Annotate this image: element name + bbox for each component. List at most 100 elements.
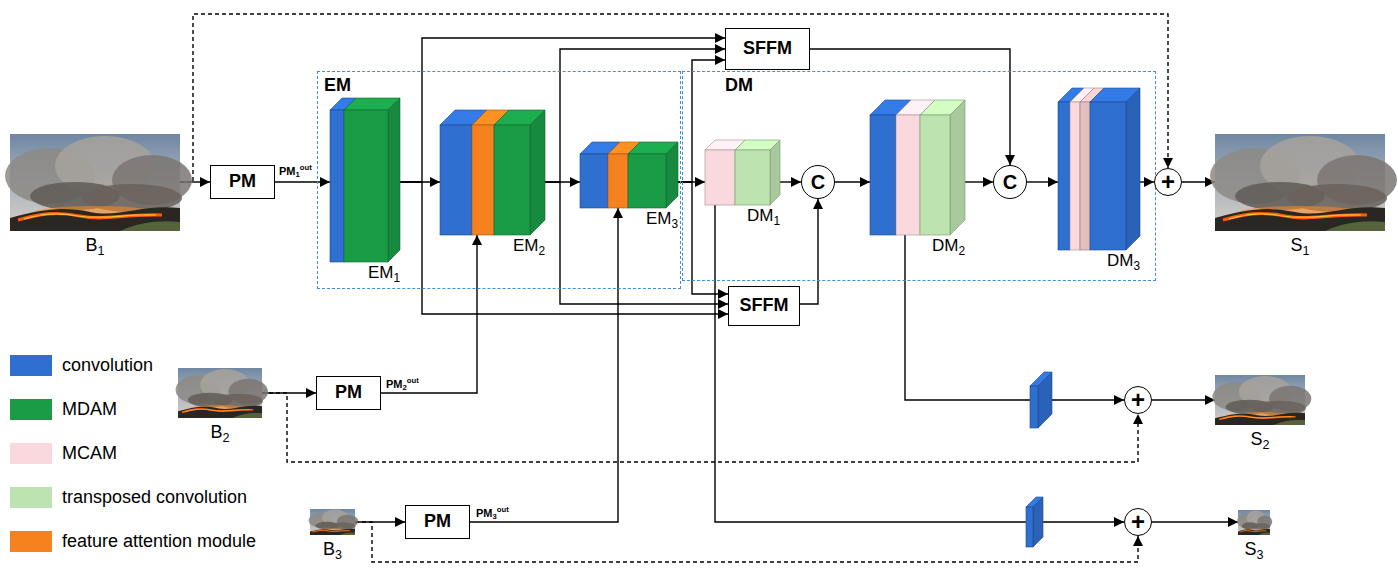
legend-row: convolution — [10, 355, 153, 376]
grass — [1325, 221, 1385, 231]
fire-line — [1240, 530, 1267, 532]
small-conv-block — [1026, 497, 1043, 547]
layer-stack-drawing — [705, 140, 780, 205]
caption-label: EM1 — [368, 264, 400, 285]
caption-label: DM1 — [747, 207, 780, 228]
slab-front — [330, 110, 344, 262]
fire-line — [18, 213, 162, 220]
image-panel: S2 — [1215, 375, 1305, 425]
operator-symbol: + — [1131, 510, 1145, 534]
slab-side — [388, 98, 400, 262]
image-panel: B3 — [310, 509, 355, 535]
data-flow-arrow — [1140, 181, 1154, 182]
text-base: DM — [747, 206, 773, 225]
data-flow-arrow — [965, 181, 993, 182]
data-flow-arrow — [470, 208, 618, 522]
process-box: PM — [405, 505, 470, 539]
fire-core — [24, 214, 156, 219]
layer-stack: EM1 — [330, 98, 400, 262]
box-label: PM — [424, 512, 451, 532]
text-base: S — [1244, 539, 1256, 559]
text-subscript: 2 — [1263, 438, 1270, 452]
slab-group — [1058, 88, 1140, 250]
text-subscript: 3 — [671, 217, 678, 231]
fire-scene — [10, 134, 180, 231]
image-panel: S3 — [1238, 510, 1270, 535]
layer-stack-drawing — [580, 142, 678, 208]
text-superscript: out — [407, 376, 419, 385]
skip-connection — [355, 522, 1138, 562]
text-subscript: 3 — [493, 512, 497, 521]
text-base: EM — [513, 236, 539, 255]
text-base: DM — [1107, 251, 1133, 270]
process-box: PM — [316, 376, 381, 410]
layer-stack-drawing — [440, 110, 545, 235]
image-panel: S1 — [1215, 134, 1385, 231]
caption-label: S2 — [1250, 430, 1269, 453]
operator-circle: + — [1124, 508, 1152, 536]
slab-side — [666, 142, 678, 208]
box-label: SFFM — [743, 39, 792, 59]
legend-swatch — [10, 487, 52, 508]
fire-core — [1229, 214, 1361, 219]
operator-symbol: C — [1003, 172, 1017, 192]
fire-scene — [1238, 510, 1270, 535]
hill — [178, 406, 262, 418]
box-label: SFFM — [740, 296, 789, 316]
text-subscript: 3 — [335, 548, 342, 562]
text-base: B — [323, 539, 335, 559]
group-title: EM — [324, 76, 351, 96]
fire-line — [1223, 213, 1367, 220]
slab-front — [494, 125, 530, 235]
slab-front — [896, 115, 920, 235]
module-group: EM1EM2EM3EM — [318, 72, 680, 288]
data-flow-arrow — [1152, 399, 1215, 400]
slab-front — [1058, 102, 1070, 250]
data-flow-arrow — [780, 181, 801, 182]
slab-front — [344, 110, 388, 262]
slab-group — [440, 110, 545, 235]
data-flow-arrow — [715, 205, 1124, 522]
text-subscript: 1 — [1303, 244, 1310, 258]
slab-front — [1080, 102, 1090, 250]
legend-text: MDAM — [62, 399, 117, 420]
legend-row: feature attention module — [10, 531, 256, 552]
layer-stack: DM3 — [1058, 88, 1140, 250]
box-label: PM — [335, 383, 362, 403]
fire-scene — [310, 509, 355, 535]
text-subscript: 2 — [538, 244, 545, 258]
text-base: EM — [368, 263, 394, 282]
text-base: S — [1290, 235, 1302, 255]
text-subscript: 2 — [223, 431, 230, 445]
operator-circle: C — [993, 165, 1027, 199]
operator-symbol: + — [1161, 170, 1175, 194]
operator-symbol: + — [1131, 388, 1145, 412]
slab-side — [950, 100, 965, 235]
grass — [1259, 532, 1270, 535]
signal-label: PM3out — [476, 505, 509, 521]
legend-swatch — [10, 399, 52, 420]
grass — [120, 221, 180, 231]
slab-group — [870, 100, 965, 235]
layer-stack: EM3 — [580, 142, 678, 208]
slab-front — [580, 154, 608, 208]
caption-label: B1 — [85, 236, 104, 259]
process-box: SFFM — [725, 28, 810, 70]
hill — [1215, 207, 1385, 231]
legend-text: transposed convolution — [62, 487, 247, 508]
caption-label: DM3 — [1107, 252, 1140, 273]
caption-label: B2 — [210, 423, 229, 446]
operator-circle: + — [1124, 386, 1152, 414]
fire-core — [314, 530, 349, 531]
box-label: PM — [229, 172, 256, 192]
legend-row: transposed convolution — [10, 487, 247, 508]
hill — [310, 529, 355, 535]
fire-core — [1222, 416, 1292, 419]
image-panel: B1 — [10, 134, 180, 231]
slab-side — [1033, 497, 1043, 547]
layer-stack: DM1 — [705, 140, 780, 205]
slab-front — [472, 125, 494, 235]
fire-scene — [1215, 375, 1305, 425]
